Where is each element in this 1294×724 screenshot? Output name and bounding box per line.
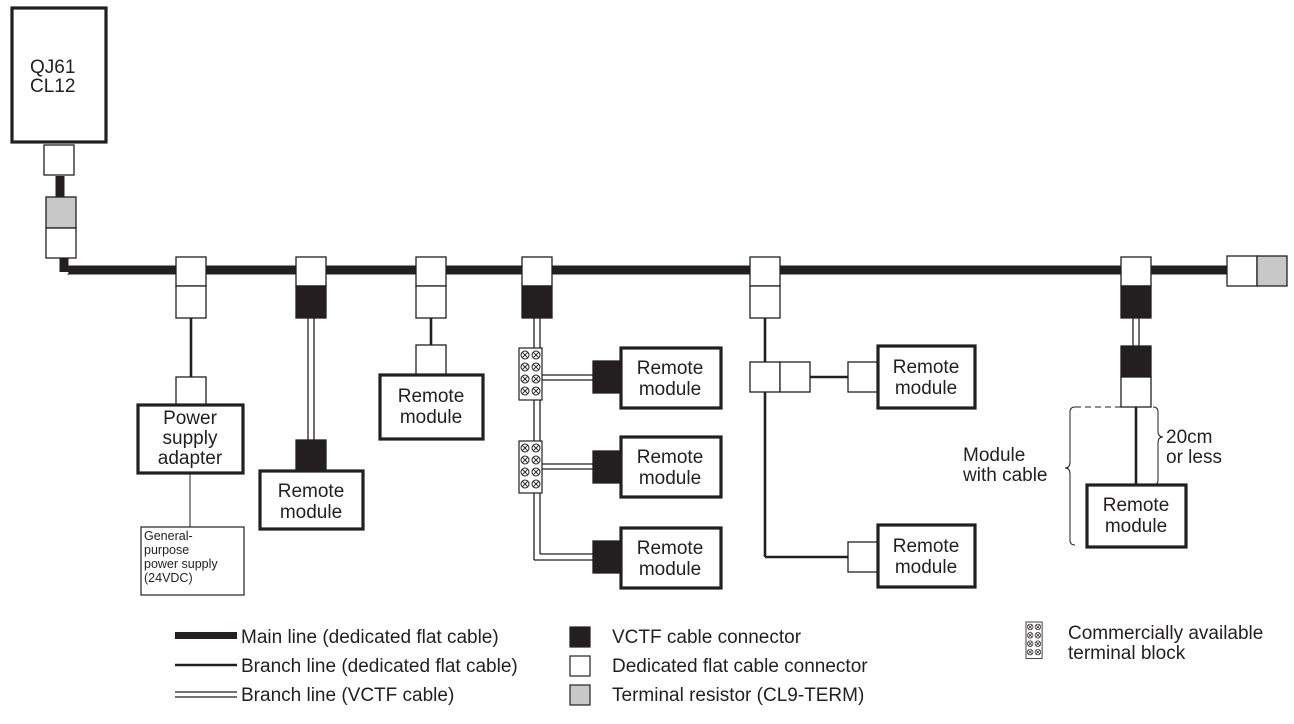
legend-terminal-block-line1: Commercially available [1068, 623, 1263, 644]
flat-cable-connector [45, 227, 77, 259]
main-line [55, 176, 1228, 275]
vctf-branch-terminal-blocks: Remote module Remote module Remote modul… [519, 256, 723, 590]
remote-module-line2: module [639, 379, 701, 400]
module-with-cable-line2: with cable [962, 465, 1048, 486]
cable-length-line1: 20cm [1166, 427, 1212, 448]
cable-length-line2: or less [1166, 447, 1222, 468]
power-supply-adapter [136, 403, 245, 475]
power-supply-branch: Power supply adapter General- purpose po… [136, 256, 245, 596]
general-supply-line4: (24VDC) [144, 571, 193, 585]
remote-module-line1: Remote [278, 481, 345, 502]
power-adapter-line2: supply [163, 428, 218, 449]
module-with-cable-line1: Module [963, 445, 1025, 466]
master-label-line1: QJ61 [30, 57, 75, 78]
remote-module [378, 373, 485, 441]
legend-flat-connector-swatch [569, 655, 591, 677]
remote-module-line1: Remote [637, 358, 704, 379]
power-adapter-line1: Power [163, 408, 218, 429]
remote-module [876, 523, 977, 589]
legend-terminal-resistor-swatch [569, 684, 591, 706]
legend-main-line: Main line (dedicated flat cable) [241, 627, 499, 648]
remote-module-line1: Remote [637, 447, 704, 468]
remote-module-line1: Remote [398, 386, 465, 407]
remote-module-line2: module [639, 468, 701, 489]
flat-cable-connector [1226, 255, 1258, 287]
terminal-resistor [1256, 255, 1288, 287]
legend-vctf-connector: VCTF cable connector [612, 627, 802, 648]
vctf-branch-module-with-cable: Remote module 20cm or less Module with c… [962, 256, 1222, 549]
legend-branch-vctf: Branch line (VCTF cable) [241, 685, 454, 706]
remote-module-line2: module [639, 559, 701, 580]
remote-module-line2: module [280, 502, 342, 523]
remote-module-line1: Remote [893, 536, 960, 557]
legend-terminal-block-line2: terminal block [1068, 643, 1186, 664]
terminal-resistor [45, 196, 77, 229]
master-label-line2: CL12 [30, 76, 75, 97]
general-supply-line2: purpose [144, 543, 189, 557]
legend: Main line (dedicated flat cable) Branch … [175, 622, 1263, 706]
remote-module [258, 469, 365, 531]
remote-module-line1: Remote [637, 538, 704, 559]
legend-flat-connector: Dedicated flat cable connector [612, 656, 868, 677]
remote-module [619, 346, 723, 410]
legend-terminal-block-icon [1026, 622, 1042, 658]
remote-module-line2: module [895, 557, 957, 578]
flat-cable-connector [43, 144, 75, 176]
vctf-branch-1: Remote module [258, 256, 365, 531]
legend-branch-flat: Branch line (dedicated flat cable) [241, 656, 518, 677]
flat-branch-1: Remote module [378, 256, 485, 441]
remote-module [619, 435, 723, 499]
remote-module [876, 344, 977, 410]
general-purpose-power-supply [140, 526, 245, 596]
remote-module [619, 526, 723, 590]
flat-branch-2: Remote module Remote module [749, 256, 977, 589]
remote-module-line1: Remote [893, 357, 960, 378]
master-station: QJ61 CL12 [10, 6, 108, 144]
power-adapter-line3: adapter [158, 448, 223, 469]
general-supply-line1: General- [144, 529, 193, 543]
remote-module-line2: module [1105, 516, 1167, 537]
general-supply-line3: power supply [144, 557, 218, 571]
remote-module-line2: module [895, 378, 957, 399]
legend-terminal-resistor: Terminal resistor (CL9-TERM) [612, 685, 864, 706]
remote-module-line2: module [400, 407, 462, 428]
remote-module-line1: Remote [1103, 495, 1170, 516]
legend-vctf-connector-swatch [569, 626, 591, 648]
legend-main-line-swatch [175, 632, 237, 639]
remote-module [1085, 483, 1188, 549]
